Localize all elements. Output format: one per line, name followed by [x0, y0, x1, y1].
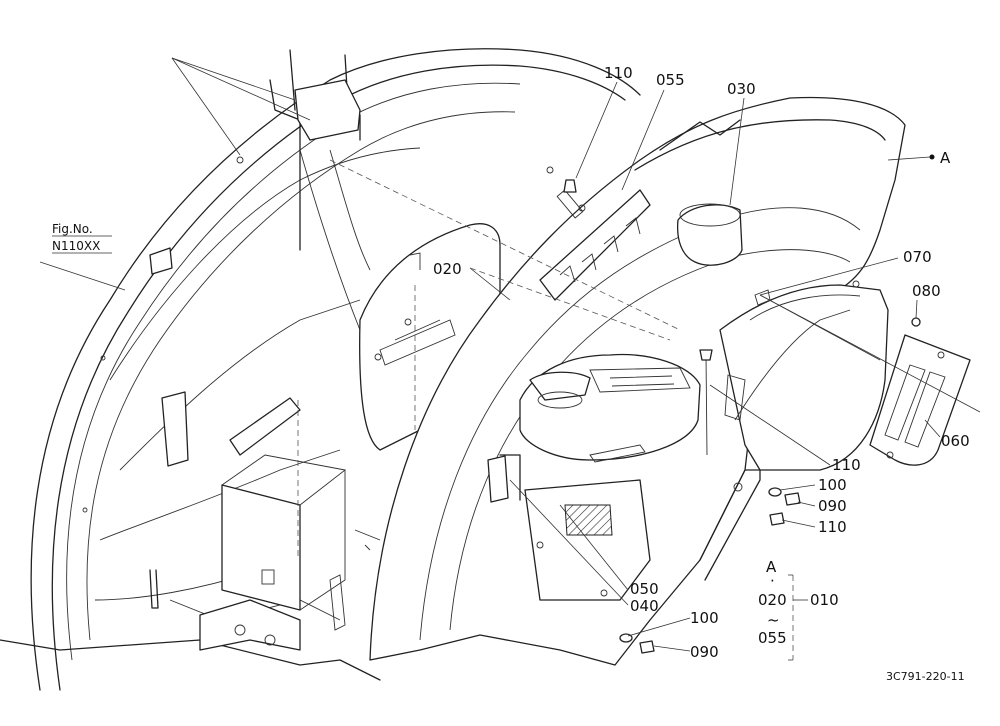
- fender-cover: [369, 96, 906, 666]
- callout-020: 020: [433, 260, 462, 278]
- callout-100-bot: 100: [690, 609, 719, 627]
- callout-080: 080: [912, 282, 941, 300]
- fender-frame: [0, 48, 641, 691]
- callout-090-mid: 090: [818, 497, 847, 515]
- group-dot: ·: [770, 572, 775, 590]
- drawing-code: 3C791-220-11: [886, 670, 965, 683]
- callout-110-low: 110: [818, 518, 847, 536]
- fig-ref-line1: Fig.No.: [52, 222, 93, 236]
- callout-055: 055: [656, 71, 685, 89]
- callout-050: 050: [630, 580, 659, 598]
- group-tilde: ~: [767, 611, 780, 629]
- callout-070: 070: [903, 248, 932, 266]
- callout-090-bot: 090: [690, 643, 719, 661]
- callout-040: 040: [630, 597, 659, 615]
- view-a-dot: [929, 154, 935, 160]
- callout-030: 030: [727, 80, 756, 98]
- callout-110-top: 110: [604, 64, 633, 82]
- group-view-a: A: [766, 558, 777, 576]
- group-start: 020: [758, 591, 787, 609]
- callout-060: 060: [941, 432, 970, 450]
- callout-110-mid: 110: [832, 456, 861, 474]
- leader-lines: [39, 57, 981, 661]
- callout-labels: Fig.No. N110XX 110 055 030 A 020 070 080…: [52, 64, 970, 683]
- group-end: 055: [758, 629, 787, 647]
- group-assembly: 010: [810, 591, 839, 609]
- fasteners: [563, 179, 921, 654]
- fig-ref-line2: N110XX: [52, 239, 100, 253]
- view-marker-a: A: [940, 149, 951, 167]
- side-cover-070: [719, 280, 889, 471]
- callout-100-mid: 100: [818, 476, 847, 494]
- step-plate-060: [869, 334, 971, 466]
